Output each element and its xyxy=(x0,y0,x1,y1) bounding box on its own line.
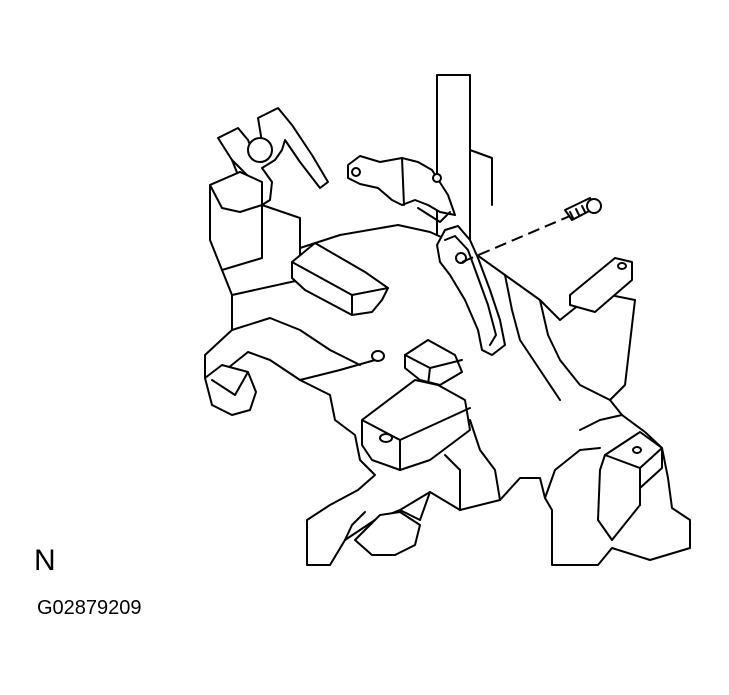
lock-plate xyxy=(347,155,456,223)
right-front-post xyxy=(597,431,663,541)
front-boss xyxy=(361,379,471,471)
assembly-line xyxy=(461,215,571,263)
view-label: N xyxy=(34,544,56,577)
lower-center-block xyxy=(404,339,463,386)
center-pad xyxy=(291,242,389,316)
bolt xyxy=(564,197,602,221)
detent-lever xyxy=(436,225,506,356)
left-foot xyxy=(204,364,257,416)
shift-lever-shaft xyxy=(436,74,493,251)
rear-block xyxy=(209,171,263,213)
center-post xyxy=(371,350,385,362)
lower-notch xyxy=(354,511,421,556)
right-post xyxy=(569,257,633,313)
figure-code: G02879209 xyxy=(37,597,142,619)
